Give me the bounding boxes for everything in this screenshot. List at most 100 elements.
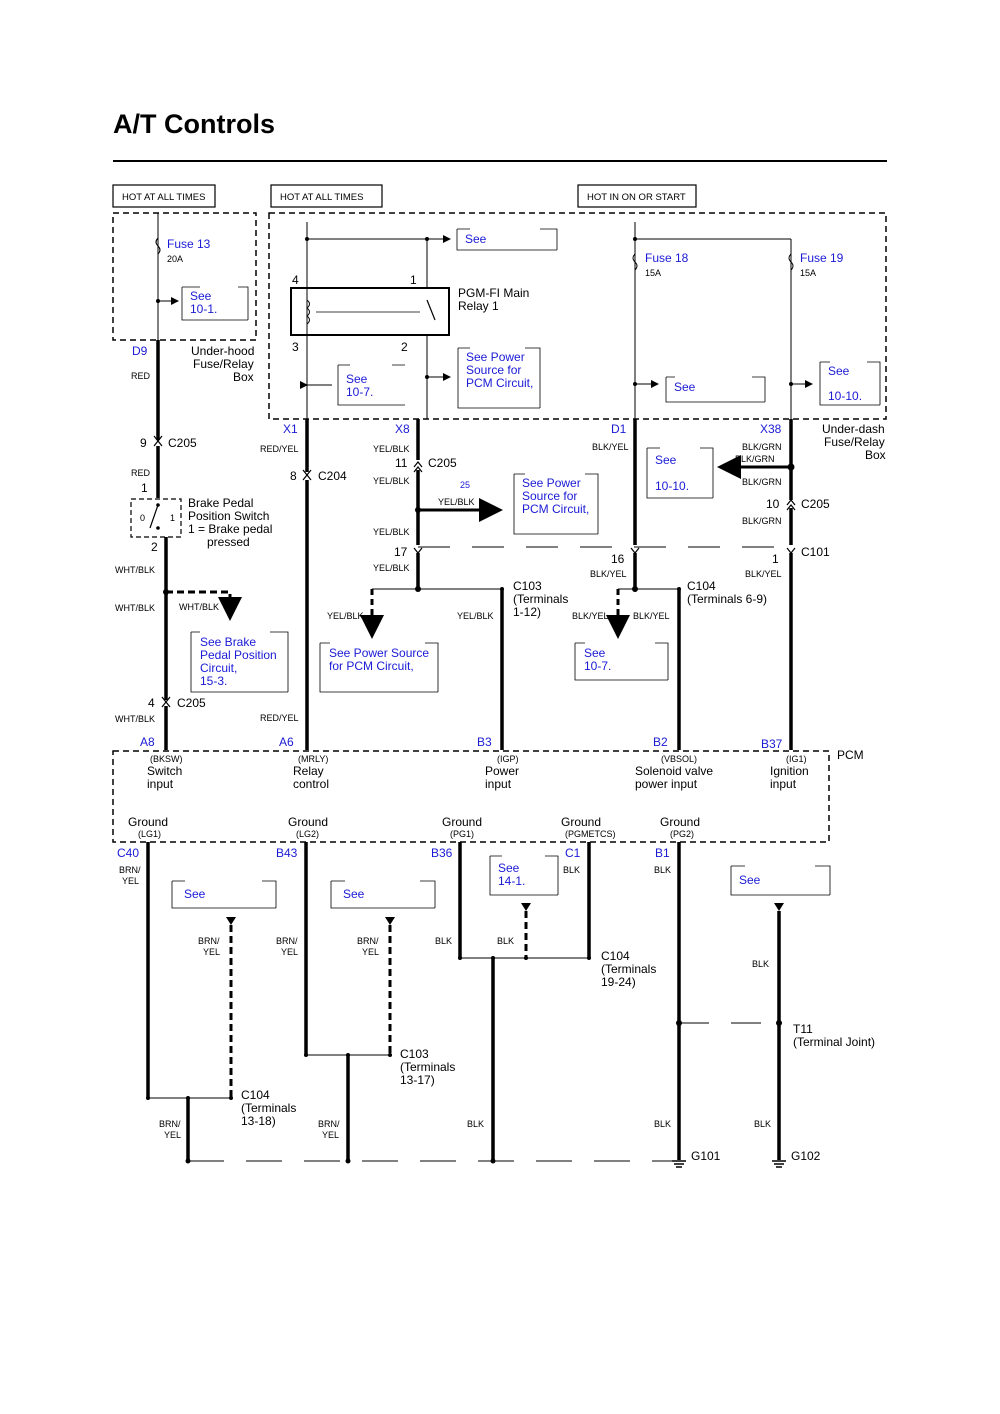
svg-text:YEL: YEL bbox=[122, 876, 139, 886]
svg-text:10-7.: 10-7. bbox=[584, 659, 611, 673]
c205-label-1: C205 bbox=[168, 436, 197, 450]
svg-text:See: See bbox=[828, 364, 850, 378]
svg-text:YEL: YEL bbox=[164, 1130, 181, 1140]
svg-text:BRN/: BRN/ bbox=[198, 936, 220, 946]
svg-text:BLK/GRN: BLK/GRN bbox=[735, 454, 775, 464]
svg-text:WHT/BLK: WHT/BLK bbox=[179, 602, 219, 612]
svg-text:T11: T11 bbox=[793, 1022, 813, 1036]
ref-10-1-page: 10-1. bbox=[190, 302, 217, 316]
svg-text:Box: Box bbox=[865, 448, 886, 462]
brake-switch-note-1: 1 = Brake pedal bbox=[188, 522, 272, 536]
svg-text:control: control bbox=[293, 777, 329, 791]
svg-text:BLK: BLK bbox=[563, 865, 580, 875]
svg-text:C40: C40 bbox=[117, 846, 139, 860]
svg-text:Switch: Switch bbox=[147, 764, 182, 778]
underhood-label-1: Under-hood bbox=[191, 344, 254, 358]
svg-text:(LG1): (LG1) bbox=[138, 829, 161, 839]
pcm-input-ignition: (IG1) Ignition input bbox=[770, 754, 809, 791]
svg-text:BRN/: BRN/ bbox=[318, 1119, 340, 1129]
svg-text:4: 4 bbox=[292, 273, 299, 287]
brake-switch-note-2: pressed bbox=[207, 535, 250, 549]
svg-text:See Power: See Power bbox=[522, 476, 581, 490]
pcm-ground-lg1: Ground (LG1) bbox=[128, 815, 168, 839]
svg-text:C205: C205 bbox=[801, 497, 830, 511]
ref-brake-1: See Brake bbox=[200, 635, 256, 649]
svg-text:C104: C104 bbox=[687, 579, 716, 593]
svg-text:BLK/YEL: BLK/YEL bbox=[745, 569, 782, 579]
svg-text:D1: D1 bbox=[611, 422, 627, 436]
svg-text:BRN/: BRN/ bbox=[357, 936, 379, 946]
underhood-label-3: Box bbox=[233, 370, 254, 384]
underhood-box-outline bbox=[112, 212, 257, 341]
svg-text:HOT IN ON OR START: HOT IN ON OR START bbox=[587, 192, 686, 203]
svg-text:BLK: BLK bbox=[467, 1119, 484, 1129]
svg-text:(Terminals: (Terminals bbox=[601, 962, 656, 976]
svg-text:Ground: Ground bbox=[128, 815, 168, 829]
svg-text:C104: C104 bbox=[601, 949, 630, 963]
underdash-box-outline bbox=[268, 212, 887, 420]
svg-text:(VBSOL): (VBSOL) bbox=[661, 754, 697, 764]
svg-text:Source for: Source for bbox=[522, 489, 577, 503]
svg-text:16: 16 bbox=[611, 552, 625, 566]
svg-text:Power: Power bbox=[485, 764, 519, 778]
svg-text:(MRLY): (MRLY) bbox=[298, 754, 328, 764]
svg-text:A6: A6 bbox=[279, 735, 294, 749]
svg-text:Ground: Ground bbox=[561, 815, 601, 829]
pcm-input-power: (IGP) Power input bbox=[485, 754, 519, 791]
svg-text:YEL/BLK: YEL/BLK bbox=[438, 497, 475, 507]
brake-switch-name-1: Brake Pedal bbox=[188, 496, 253, 510]
svg-text:10: 10 bbox=[766, 497, 780, 511]
pgm-fi-relay-box bbox=[290, 287, 450, 336]
ground-g102-symbol bbox=[772, 1160, 786, 1168]
svg-text:(LG2): (LG2) bbox=[296, 829, 319, 839]
svg-text:YEL: YEL bbox=[203, 947, 220, 957]
svg-text:A8: A8 bbox=[140, 735, 155, 749]
svg-text:1: 1 bbox=[170, 513, 175, 523]
svg-text:BRN/: BRN/ bbox=[119, 865, 141, 875]
ref-brake-4: 15-3. bbox=[200, 674, 227, 688]
svg-text:C205: C205 bbox=[177, 696, 206, 710]
wire-label-red-2: RED bbox=[131, 468, 151, 478]
svg-text:YEL/BLK: YEL/BLK bbox=[373, 444, 410, 454]
svg-text:13-17): 13-17) bbox=[400, 1073, 435, 1087]
ground-g101-symbol bbox=[672, 1160, 686, 1168]
switch-pin-1: 1 bbox=[141, 481, 148, 495]
svg-text:Under-dash: Under-dash bbox=[822, 422, 885, 436]
terminal-d9: D9 bbox=[132, 344, 148, 358]
wire-label-red-1: RED bbox=[131, 371, 151, 381]
svg-text:Ground: Ground bbox=[288, 815, 328, 829]
svg-text:B3: B3 bbox=[477, 735, 492, 749]
svg-text:(Terminals: (Terminals bbox=[400, 1060, 455, 1074]
pcm-ground-pg2: Ground (PG2) bbox=[660, 815, 700, 839]
svg-text:0: 0 bbox=[140, 513, 145, 523]
svg-text:(PGMETCS): (PGMETCS) bbox=[565, 829, 616, 839]
svg-text:BRN/: BRN/ bbox=[159, 1119, 181, 1129]
svg-text:C204: C204 bbox=[318, 469, 347, 483]
svg-text:power input: power input bbox=[635, 777, 698, 791]
svg-text:RED/YEL: RED/YEL bbox=[260, 713, 299, 723]
svg-text:25: 25 bbox=[460, 480, 470, 490]
svg-text:(PG2): (PG2) bbox=[670, 829, 694, 839]
pcm-box-outline bbox=[112, 750, 830, 843]
pcm-input-relay: (MRLY) Relay control bbox=[293, 754, 329, 791]
svg-text:See: See bbox=[184, 887, 206, 901]
header-hot-start: HOT IN ON OR START bbox=[577, 184, 697, 208]
svg-text:BLK: BLK bbox=[752, 959, 769, 969]
switch-pin-2: 2 bbox=[151, 540, 158, 554]
ground-g101-label: G101 bbox=[691, 1149, 721, 1163]
ground-g102-label: G102 bbox=[791, 1149, 821, 1163]
svg-text:1-12): 1-12) bbox=[513, 605, 541, 619]
svg-text:X8: X8 bbox=[395, 422, 410, 436]
svg-text:BLK/GRN: BLK/GRN bbox=[742, 516, 782, 526]
svg-text:input: input bbox=[147, 777, 174, 791]
svg-text:BLK/YEL: BLK/YEL bbox=[592, 442, 629, 452]
relay-name-1: PGM-FI Main bbox=[458, 286, 529, 300]
svg-text:YEL/BLK: YEL/BLK bbox=[327, 611, 364, 621]
svg-text:HOT AT ALL TIMES: HOT AT ALL TIMES bbox=[280, 192, 363, 203]
svg-text:Ground: Ground bbox=[442, 815, 482, 829]
svg-text:YEL: YEL bbox=[322, 1130, 339, 1140]
ref-10-1-see: See bbox=[190, 289, 212, 303]
relay-name-2: Relay 1 bbox=[458, 299, 499, 313]
svg-text:See: See bbox=[584, 646, 606, 660]
